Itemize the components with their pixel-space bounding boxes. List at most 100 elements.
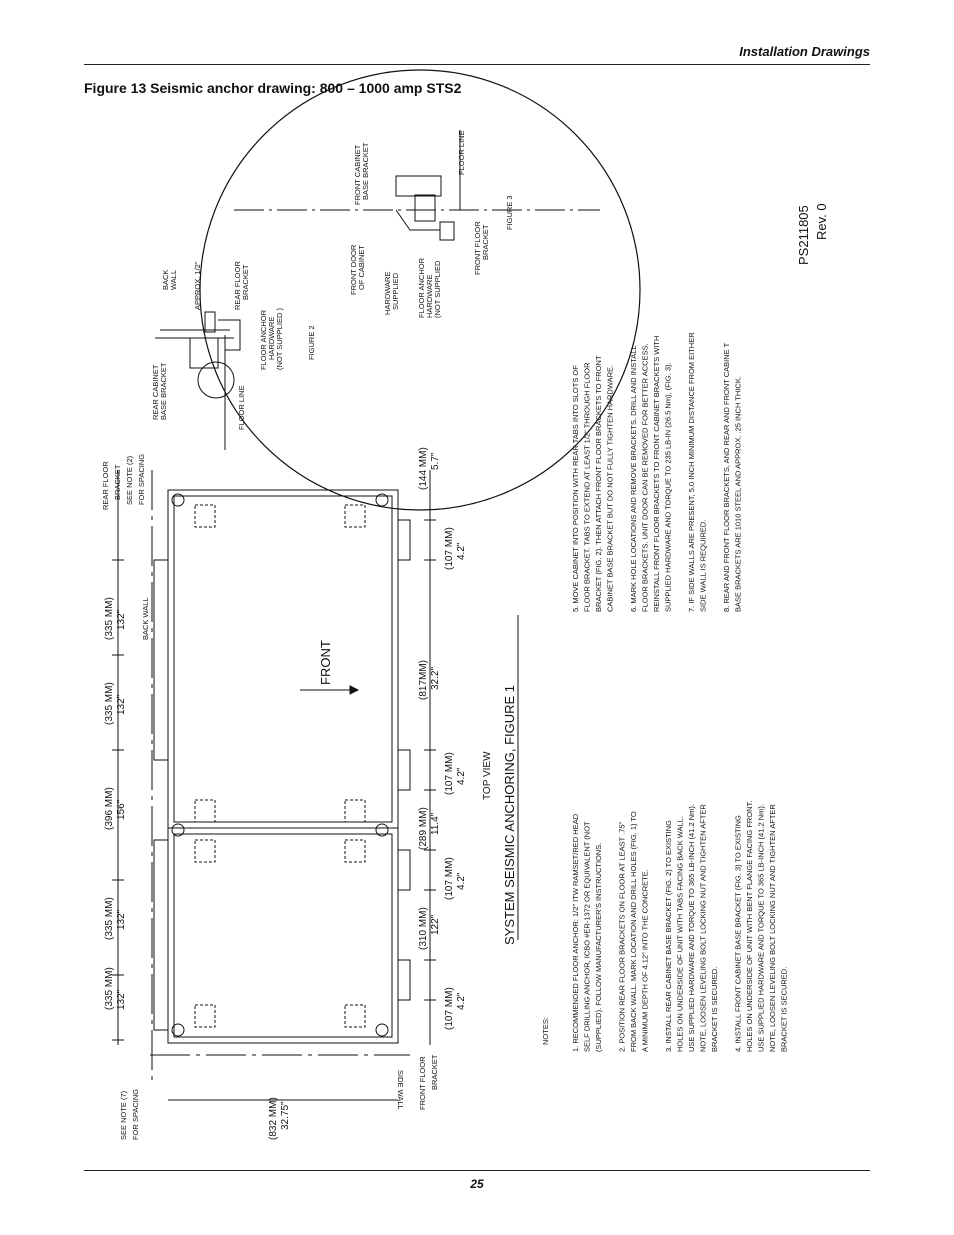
note-5-line-3: BRACKET (FIG. 2). THEN ATTACH FRONT FLOO… [594, 355, 603, 612]
note-2-line-1: 2. POSITION REAR FLOOR BRACKETS ON FLOOR… [618, 821, 627, 1052]
note-5-line-2: FLOOR BRACKET. TABS TO EXTEND AT LEAST 1… [583, 362, 592, 612]
dim-bottom-7-in: 4.2" [456, 542, 467, 560]
rear-floor-bracket [153, 839, 169, 1031]
fig3-floor-line: FLOOR LINE [457, 130, 466, 175]
leveling-foot [344, 799, 366, 823]
page-number: 25 [470, 1177, 484, 1191]
fig3-floor-anchor-1: FLOOR ANCHOR [417, 257, 426, 318]
dim-top-1-mm: (335 MM) [104, 967, 115, 1010]
fig3-floor-anchor-2: HARDWARE [425, 275, 434, 318]
note-6-line-3: REINSTALL FRONT FLOOR BRACKETS TO FRONT … [652, 336, 661, 612]
dim-top-2-mm: (335 MM) [104, 897, 115, 940]
note-1-line-1: 1. RECOMMENDED FLOOR ANCHOR: 1/2" ITW RA… [571, 813, 580, 1052]
leveling-foot [344, 1004, 366, 1028]
see-note-7-label-2: FOR SPACING [131, 1089, 140, 1140]
caster [375, 493, 389, 507]
note-5-line-1: 5. MOVE CABINET INTO POSITION WITH REAR … [571, 365, 580, 612]
fig3-hardware-2: SUPPLIED [391, 272, 400, 310]
dim-top-3-in: 156" [116, 799, 127, 820]
rear-floor-bracket-label-3: SEE NOTE (2) [125, 455, 134, 505]
revision: Rev. 0 [814, 203, 829, 240]
fig2-label: FIGURE 2 [307, 325, 316, 360]
dim-depth-in: 32.75" [280, 1101, 291, 1130]
fig3-front-door-2: OF CABINET [357, 245, 366, 290]
front-label: FRONT [318, 640, 333, 685]
fig3-front-door-1: FRONT DOOR [349, 244, 358, 295]
front-floor-bracket-label-1: FRONT FLOOR [418, 1056, 427, 1110]
caster [171, 1023, 185, 1037]
dim-bottom-3-mm: (107 MM) [444, 857, 455, 900]
front-floor-bracket [397, 749, 411, 791]
dim-bottom-4-in: 11.4" [430, 812, 441, 835]
leveling-foot [194, 799, 216, 823]
note-5-line-4: CABINET BASE BRACKET BUT DO NOT FULLY TI… [606, 365, 615, 612]
dim-bottom-6-in: 32.2" [430, 667, 441, 690]
dim-bottom-3-in: 4.2" [456, 872, 467, 890]
fig2-floor-anchor-3: (NOT SUPPLIED ) [275, 308, 284, 370]
notes-block: NOTES:1. RECOMMENDED FLOOR ANCHOR: 1/2" … [541, 332, 789, 1052]
leveling-foot [344, 839, 366, 863]
dim-bottom-7-mm: (107 MM) [444, 527, 455, 570]
note-4-line-2: HOLES ON UNDERSIDE OF UNIT WITH BENT FLA… [745, 801, 754, 1052]
detail-circle: BACK WALL APPROX. 1/2" REAR FLOOR BRACKE… [151, 69, 641, 511]
fig3-front-floor-bracket-1: FRONT FLOOR [473, 221, 482, 275]
dim-bottom-1-in: 4.2" [456, 992, 467, 1010]
note-3-line-2: HOLES ON UNDERSIDE OF UNIT WITH TABS FAC… [676, 816, 685, 1052]
dim-bottom-8-mm: (144 MM) [418, 447, 429, 490]
fig2-floor-line: FLOOR LINE [237, 385, 246, 430]
dim-bottom-8-in: 5.7" [430, 452, 441, 470]
dim-bottom-5-mm: (107 MM) [444, 752, 455, 795]
note-4-line-5: BRACKET IS SECURED. [780, 967, 789, 1052]
dim-top-3-mm: (396 MM) [104, 787, 115, 830]
front-floor-bracket [397, 519, 411, 561]
dim-top-4-in: 132" [116, 694, 127, 715]
leveling-foot [194, 1004, 216, 1028]
note-6-line-4: SUPPLIED HARDWARE AND TORQUE TO 235 LB-I… [664, 362, 673, 612]
fig2-back-wall-1: BACK [161, 270, 170, 290]
fig2-floor-anchor-1: FLOOR ANCHOR [259, 309, 268, 370]
note-3-line-3: USE SUPPLIED HARDWARE AND TORQUE TO 365 … [687, 804, 696, 1052]
fig2-approx: APPROX. 1/2" [193, 261, 202, 310]
note-3-line-5: BRACKET IS SECURED. [710, 967, 719, 1052]
top-view-label: TOP VIEW [482, 751, 493, 800]
note-8-line-2: BASE BRACKETS ARE 1010 STEEL AND APPROX.… [734, 376, 743, 612]
note-2-line-3: A MINIMUM DEPTH OF 4.12" INTO THE CONCRE… [641, 869, 650, 1052]
cabinet-plan-view [112, 470, 436, 1101]
header-rule [84, 64, 870, 65]
plan-labels: (335 MM) 132" (335 MM) 132" (396 MM) 156… [101, 447, 519, 1140]
front-floor-bracket-label-2: BRACKET [430, 1054, 439, 1090]
note-7-line-1: 7. IF SIDE WALLS ARE PRESENT, 5.0 INCH M… [687, 332, 696, 612]
fig3-floor-anchor-3: (NOT SUPPLIED [433, 260, 442, 318]
fig3-front-cabinet-2: BASE BRACKET [361, 142, 370, 200]
dim-top-4-mm: (335 MM) [104, 682, 115, 725]
front-floor-bracket [397, 849, 411, 891]
dim-bottom-2-in: 122" [430, 914, 441, 935]
fig2-rear-floor-bracket-2: BRACKET [241, 264, 250, 300]
caster [375, 823, 389, 837]
front-floor-bracket [397, 959, 411, 1001]
fig3-front-cabinet-1: FRONT CABINET [353, 144, 362, 205]
cabinet-inner-upper [173, 495, 393, 823]
dim-top-5-mm: (335 MM) [104, 597, 115, 640]
rear-floor-bracket-label-1: REAR FLOOR [101, 461, 110, 510]
note-8-line-1: 8. REAR AND FRONT FLOOR BRACKETS, AND RE… [722, 342, 731, 612]
fig2-rear-floor-bracket-1: REAR FLOOR [233, 261, 242, 310]
caster [375, 1023, 389, 1037]
fig2-floor-anchor-2: HARDWARE [267, 317, 276, 360]
leveling-foot [194, 504, 216, 528]
figure-title: Figure 13 Seismic anchor drawing: 800 – … [84, 80, 462, 96]
rear-floor-bracket-label-2: BRACKET [113, 464, 122, 500]
fig3-front-floor-bracket-2: BRACKET [481, 224, 490, 260]
main-drawing-title: SYSTEM SEISMIC ANCHORING, FIGURE 1 [502, 685, 517, 945]
leveling-foot [194, 839, 216, 863]
dim-bottom-6-mm: (817MM) [418, 660, 429, 700]
dim-bottom-2-mm: (310 MM) [418, 907, 429, 950]
fig2-rear-cabinet-1: REAR CABINET [151, 364, 160, 420]
detail-circle-outline [199, 69, 641, 511]
fig3-hardware-1: HARDWARE [383, 272, 392, 315]
see-note-7-label-1: SEE NOTE (7) [119, 1090, 128, 1140]
cabinet-outline-lower [167, 827, 399, 1044]
note-6-line-1: 6. MARK HOLE LOCATIONS AND REMOVE BRACKE… [629, 345, 638, 612]
footer-rule [84, 1170, 870, 1171]
